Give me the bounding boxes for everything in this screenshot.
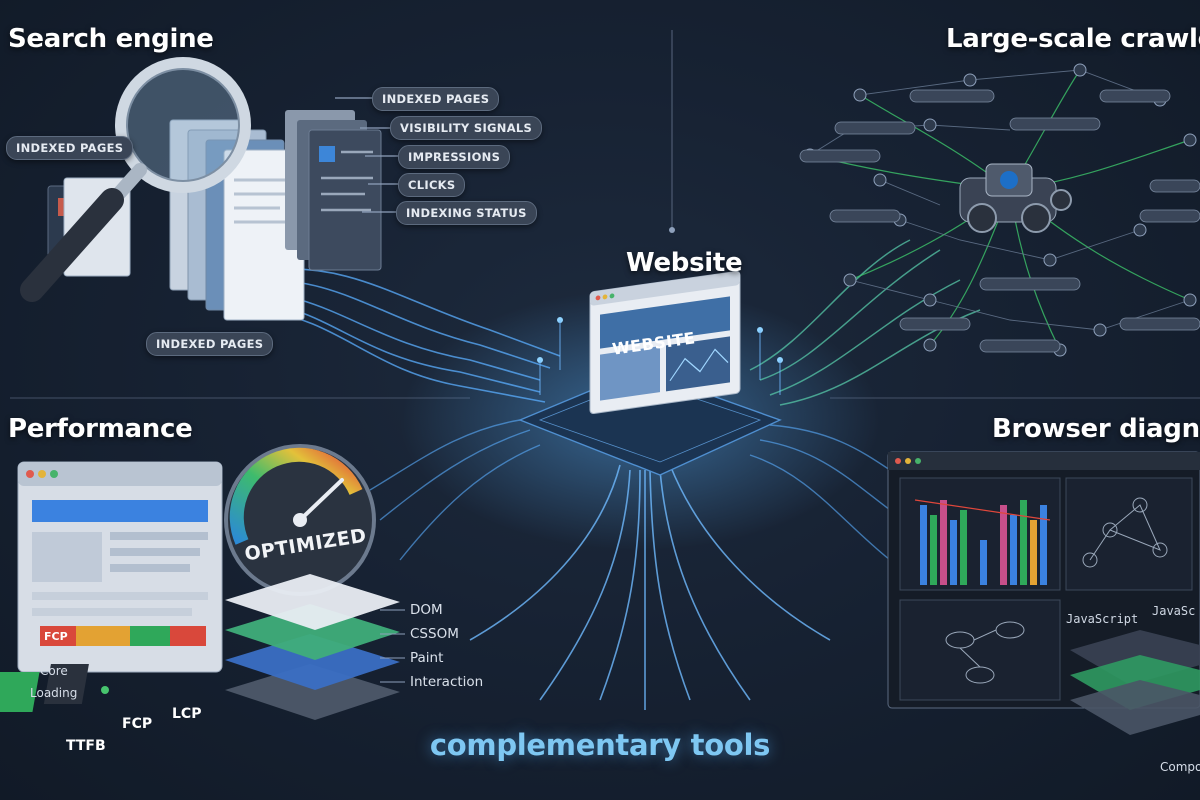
heading-performance: Performance	[8, 414, 193, 444]
layer-label-cssom: CSSOM	[410, 626, 459, 642]
compose-label: Compos	[1160, 760, 1200, 774]
core-label: Core	[40, 664, 68, 678]
metric-pill-impressions: IMPRESSIONS	[398, 145, 511, 169]
heading-browser-diagnostics: Browser diagnosti	[992, 414, 1200, 444]
loading-label: Loading	[30, 686, 78, 700]
footer-tagline: complementary tools	[429, 728, 771, 762]
score-bar	[40, 626, 206, 646]
layer-label-interaction: Interaction	[410, 674, 484, 690]
fcp-badge: FCP	[44, 630, 68, 643]
metric-pill-indexing-status: INDEXING STATUS	[396, 201, 537, 225]
javascript-label-2: JavaSc	[1152, 604, 1196, 618]
layer-label-paint: Paint	[410, 650, 444, 666]
metric-pill-visibility-signals: VISIBILITY SIGNALS	[390, 116, 543, 140]
metric-pill-clicks: CLICKS	[398, 173, 466, 197]
layer-label-dom: DOM	[410, 602, 443, 618]
javascript-label-1: JavaScript	[1066, 612, 1139, 626]
indexed-pages-pill-bottom: INDEXED PAGES	[146, 332, 274, 356]
metric-lcp: LCP	[172, 706, 202, 722]
heading-website: Website	[626, 248, 743, 278]
heading-search-engine: Search engine	[8, 24, 214, 54]
metric-fcp: FCP	[122, 716, 153, 732]
indexed-pages-pill-left: INDEXED PAGES	[6, 136, 134, 160]
metric-pill-indexed-pages: INDEXED PAGES	[372, 87, 500, 111]
metric-ttfb: TTFB	[66, 738, 106, 754]
heading-crawler: Large-scale crawler	[946, 24, 1200, 54]
